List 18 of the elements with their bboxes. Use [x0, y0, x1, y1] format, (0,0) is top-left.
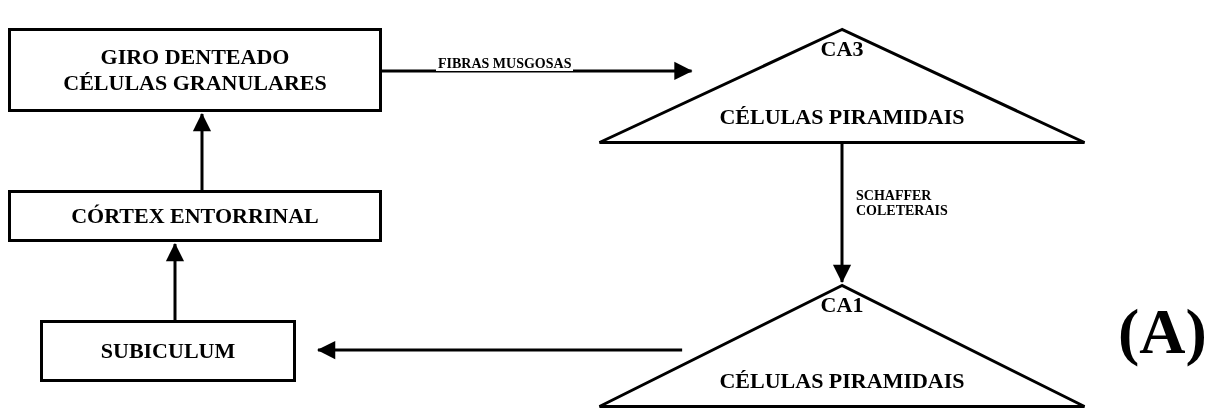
cell-type-label: CÉLULAS PIRAMIDAIS	[718, 103, 966, 130]
box-label: GIRO DENTEADO CÉLULAS GRANULARES	[62, 43, 328, 97]
box-label: SUBICULUM	[99, 337, 237, 365]
triangle-node	[598, 28, 1086, 144]
process-box	[8, 28, 382, 112]
arrow	[165, 243, 185, 320]
process-box	[40, 320, 296, 382]
arrow	[832, 144, 852, 283]
region-title: CA1	[819, 292, 865, 319]
arrow	[382, 61, 693, 81]
box-label: CÓRTEX ENTORRINAL	[70, 202, 320, 230]
triangle-node	[598, 284, 1086, 408]
cell-type-label: CÉLULAS PIRAMIDAIS	[718, 367, 966, 394]
region-title: CA3	[819, 36, 865, 63]
arrow	[317, 340, 683, 360]
edge-label: FIBRAS MUSGOSAS	[436, 56, 574, 72]
process-box	[8, 190, 382, 242]
arrow	[192, 113, 212, 190]
